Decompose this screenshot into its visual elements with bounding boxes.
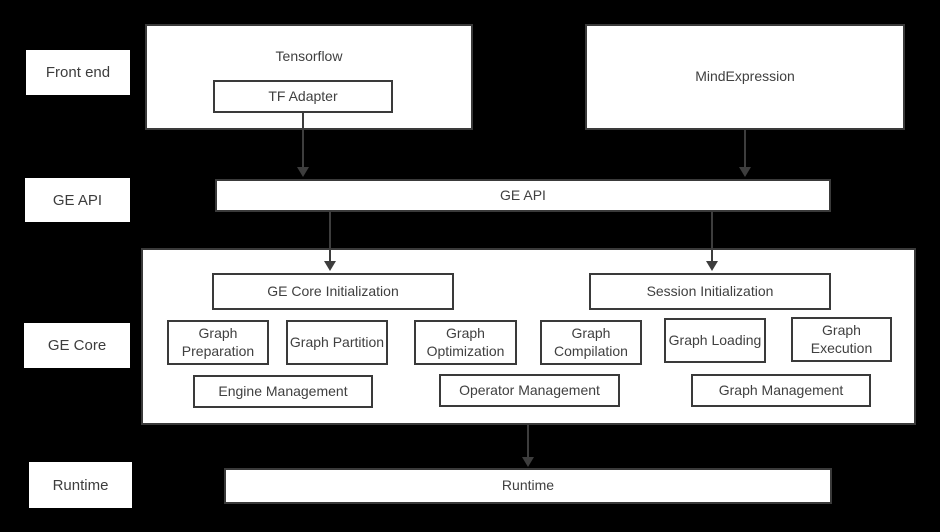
arrow-shaft <box>527 425 529 458</box>
ge-core-initialization-box: GE Core Initialization <box>212 273 454 310</box>
engine-management-box: Engine Management <box>193 375 373 408</box>
layer-label-ge-core: GE Core <box>24 323 130 368</box>
graph-compilation-label: Graph Compilation <box>554 325 628 359</box>
layer-label-front-end: Front end <box>26 50 130 95</box>
operator-management-label: Operator Management <box>459 381 600 398</box>
tf-adapter-box: TF Adapter <box>213 80 393 113</box>
graph-management-box: Graph Management <box>691 374 871 407</box>
arrow-ge-api-to-session-initialization <box>705 212 719 271</box>
arrow-shaft <box>329 212 331 262</box>
arrow-shaft <box>711 212 713 262</box>
layer-label-runtime: Runtime <box>29 462 132 508</box>
engine-management-label: Engine Management <box>218 382 348 399</box>
arrow-ge-core-to-runtime <box>521 425 535 467</box>
arrow-ge-api-to-ge-core-initialization <box>323 212 337 271</box>
ge-core-initialization-label: GE Core Initialization <box>267 282 399 299</box>
mindexpression-label: MindExpression <box>695 68 795 85</box>
arrow-mindexpression-to-ge-api <box>738 130 752 177</box>
graph-preparation-box: Graph Preparation <box>167 320 269 365</box>
graph-preparation-label: Graph Preparation <box>181 325 255 359</box>
tensorflow-label: Tensorflow <box>275 48 343 64</box>
graph-optimization-box: Graph Optimization <box>414 320 517 365</box>
session-initialization-label: Session Initialization <box>646 282 774 299</box>
graph-execution-box: Graph Execution <box>791 317 892 362</box>
operator-management-box: Operator Management <box>439 374 620 407</box>
arrow-head <box>739 167 751 177</box>
arrow-head <box>324 261 336 271</box>
arrow-head <box>522 457 534 467</box>
arrow-head <box>297 167 309 177</box>
graph-partition-box: Graph Partition <box>286 320 388 365</box>
mindexpression-box: MindExpression <box>585 24 905 130</box>
arrow-head <box>706 261 718 271</box>
ge-api-bar: GE API <box>215 179 831 212</box>
graph-loading-box: Graph Loading <box>664 318 766 363</box>
tf-adapter-label: TF Adapter <box>268 87 338 104</box>
graph-execution-label: Graph Execution <box>810 322 873 356</box>
graph-compilation-box: Graph Compilation <box>540 320 642 365</box>
ge-api-bar-label: GE API <box>500 186 546 203</box>
runtime-bar-label: Runtime <box>501 477 555 494</box>
graph-management-label: Graph Management <box>718 381 844 398</box>
graph-loading-label: Graph Loading <box>668 331 762 348</box>
graph-optimization-label: Graph Optimization <box>426 325 505 359</box>
runtime-bar: Runtime <box>224 468 832 504</box>
arrow-shaft <box>744 130 746 168</box>
arrow-shaft <box>302 113 304 168</box>
graph-partition-label: Graph Partition <box>289 333 385 350</box>
layer-label-ge-api: GE API <box>25 178 130 222</box>
session-initialization-box: Session Initialization <box>589 273 831 310</box>
arrow-tf-adapter-to-ge-api <box>296 113 310 177</box>
